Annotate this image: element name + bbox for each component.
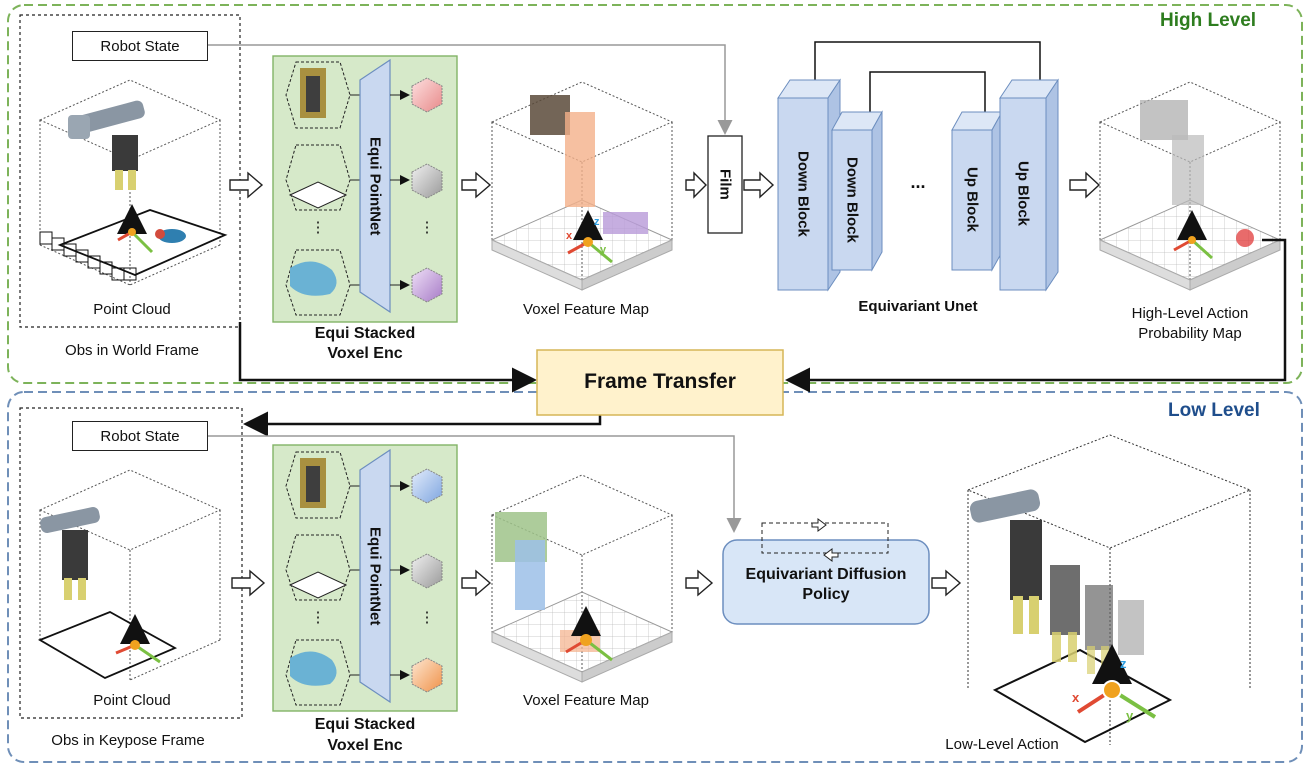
frame-transfer-box <box>536 349 784 416</box>
axis-frame-action <box>1076 644 1157 719</box>
gripper-trajectory <box>969 489 1144 674</box>
hollow-arrow-7 <box>461 569 492 597</box>
obs-keypose-frame-label: Obs in Keypose Frame <box>51 732 205 749</box>
encoder-title-high-1: Equi Stacked <box>314 325 416 342</box>
point-cloud-label-low: Point Cloud <box>93 692 171 709</box>
hollow-arrow-3 <box>685 171 707 199</box>
action-map-to-frame-transfer-arrow <box>785 238 1287 393</box>
encoder-dots-right-low: ⋮ <box>419 609 435 626</box>
table-plane-action <box>992 648 1173 744</box>
point-cloud-cube-low <box>38 469 222 681</box>
robot-state-to-policy-arrow <box>208 435 742 533</box>
object-on-table-high <box>155 229 186 243</box>
hollow-arrow-4 <box>743 171 775 199</box>
robot-arm-pointcloud-high <box>68 100 145 190</box>
action-map-features <box>1140 100 1254 247</box>
axis-frame-high-action <box>1173 210 1214 260</box>
high-level-title: High Level <box>1160 10 1257 31</box>
encoder-inner-high <box>285 58 443 316</box>
feature-cube-gray <box>411 163 443 199</box>
diffusion-policy-box <box>722 539 930 625</box>
film-box <box>707 135 743 234</box>
up-block-2 <box>999 78 1059 292</box>
up-block-2-label: Up Block <box>1014 161 1032 227</box>
frame-transfer-label: Frame Transfer <box>584 370 736 393</box>
axis-y-label-action: y <box>1126 708 1134 723</box>
feature-cube-gray-low <box>411 553 443 589</box>
encoder-dots-left-low: ⋮ <box>310 609 326 626</box>
unet-skip-inner <box>869 71 986 112</box>
voxel-features-low <box>495 512 600 652</box>
action-map-label-1: High-Level Action <box>1131 305 1249 322</box>
hollow-arrow-5 <box>1069 171 1101 199</box>
unet-ellipsis: ... <box>910 172 926 192</box>
feature-cube-orange <box>411 657 443 693</box>
pointnet-trapezoid-low <box>359 448 391 704</box>
encoder-title-high-2: Voxel Enc <box>327 345 403 362</box>
encoder-dots-right-high: ⋮ <box>419 219 435 236</box>
low-level-action-cube <box>966 434 1252 745</box>
diffusion-policy-label-1: Equivariant Diffusion <box>745 566 907 583</box>
axis-z-label-high-voxel: z <box>594 216 600 228</box>
point-cloud-cube-high <box>38 79 222 286</box>
feature-cube-blue <box>411 468 443 504</box>
hollow-arrow-6 <box>231 569 266 597</box>
high-level-border <box>7 4 1303 384</box>
hollow-arrow-9 <box>931 569 962 597</box>
obs-world-frame-box <box>19 14 241 328</box>
pointnet-trapezoid-high <box>359 58 391 314</box>
axis-z-label-action: z <box>1120 656 1127 671</box>
robot-state-box-high: Robot State <box>72 31 208 61</box>
film-label: Film <box>716 169 734 200</box>
feature-cube-purple <box>411 267 443 303</box>
hollow-arrow-8 <box>685 569 714 597</box>
down-block-1-label: Down Block <box>794 151 812 237</box>
low-level-title: Low Level <box>1168 400 1260 421</box>
axis-frame-high-voxel <box>567 210 613 264</box>
axis-x-label-action: x <box>1072 690 1080 705</box>
encoder-title-low-2: Voxel Enc <box>327 737 403 754</box>
action-probability-peak <box>1236 229 1254 247</box>
axis-y-label-high-voxel: y <box>600 244 607 256</box>
hollow-arrow-1 <box>229 171 264 199</box>
axis-frame-high-obs <box>117 204 154 254</box>
voxel-features-high <box>530 95 648 234</box>
low-level-action-label: Low-Level Action <box>945 736 1059 753</box>
obs-world-frame-label: Obs in World Frame <box>65 342 199 359</box>
voxel-feature-map-label-low: Voxel Feature Map <box>523 692 649 709</box>
voxel-stack-high <box>39 231 137 281</box>
up-block-1-label: Up Block <box>963 167 981 233</box>
voxel-feature-map-label-high: Voxel Feature Map <box>523 301 649 318</box>
pointnet-label-low: Equi PointNet <box>366 526 384 626</box>
down-block-2 <box>831 110 883 272</box>
encoder-title-low-1: Equi Stacked <box>314 716 416 733</box>
hollow-arrow-2 <box>461 171 492 199</box>
obs-keypose-frame-box <box>19 407 243 719</box>
unet-skip-outer <box>814 41 1041 80</box>
down-block-2-label: Down Block <box>843 157 861 243</box>
axis-frame-low-voxel <box>565 606 613 662</box>
robot-state-to-film-arrow <box>208 44 733 135</box>
robot-state-box-low: Robot State <box>72 421 208 451</box>
pointnet-label-high: Equi PointNet <box>366 136 384 236</box>
robot-arm-pointcloud-low <box>40 507 100 600</box>
encoder-dots-left-high: ⋮ <box>310 219 326 236</box>
feature-cube-pink <box>411 77 443 113</box>
encoder-inner-low <box>285 448 443 706</box>
table-plane-low <box>37 611 178 680</box>
unet-title: Equivariant Unet <box>858 298 978 315</box>
axis-x-label-high-voxel: x <box>566 230 573 242</box>
point-cloud-label-high: Point Cloud <box>93 301 171 318</box>
denoise-loop-box <box>761 522 889 554</box>
obs-to-frame-transfer-arrow <box>238 322 537 393</box>
axis-frame-low-obs <box>115 614 161 664</box>
diffusion-policy-label-2: Policy <box>802 586 850 603</box>
action-map-label-2: Probability Map <box>1138 325 1242 342</box>
